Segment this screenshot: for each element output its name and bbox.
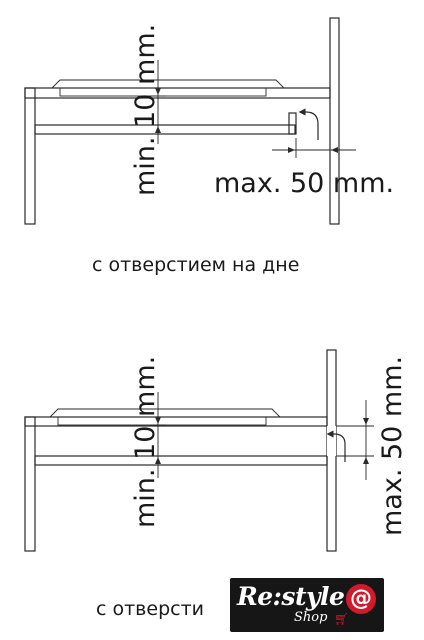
bottom-cabinet-side-wall	[24, 416, 36, 552]
bottom-inner-shelf	[34, 455, 328, 466]
top-airflow-arrow	[298, 108, 319, 140]
logo-at-icon: @	[346, 584, 376, 614]
bottom-max-label: max. 50 mm.	[377, 356, 408, 536]
top-min-label: min. 10 mm.	[130, 24, 161, 196]
bottom-min-label: min. 10 mm.	[130, 356, 161, 528]
top-inner-shelf	[34, 124, 296, 135]
top-worktop	[24, 87, 331, 99]
top-cabinet-side-wall	[24, 87, 36, 225]
top-hob-body	[59, 87, 267, 97]
bottom-airflow-arrow	[326, 430, 346, 462]
logo-wordmark: Re:style	[237, 582, 345, 611]
top-hob	[50, 79, 286, 89]
top-back-wall	[329, 17, 340, 225]
cart-icon: 🛒︎	[334, 612, 350, 626]
top-caption: с отверстием на дне	[92, 254, 299, 276]
bottom-hob-body	[57, 416, 267, 426]
logo-subtitle: Shop	[294, 610, 328, 625]
bottom-caption: с отверсти	[96, 598, 204, 620]
top-diagram: min. 10 mm. max. 50 mm. с отверстием на …	[24, 17, 394, 276]
bottom-diagram: min. 10 mm. max. 50 mm. с отверсти	[24, 349, 408, 620]
top-shelf-riser	[288, 112, 297, 135]
top-max-label: max. 50 mm.	[214, 168, 394, 199]
restyle-shop-logo: Re:style Shop @ 🛒︎	[230, 578, 384, 632]
bottom-hob	[48, 408, 282, 418]
